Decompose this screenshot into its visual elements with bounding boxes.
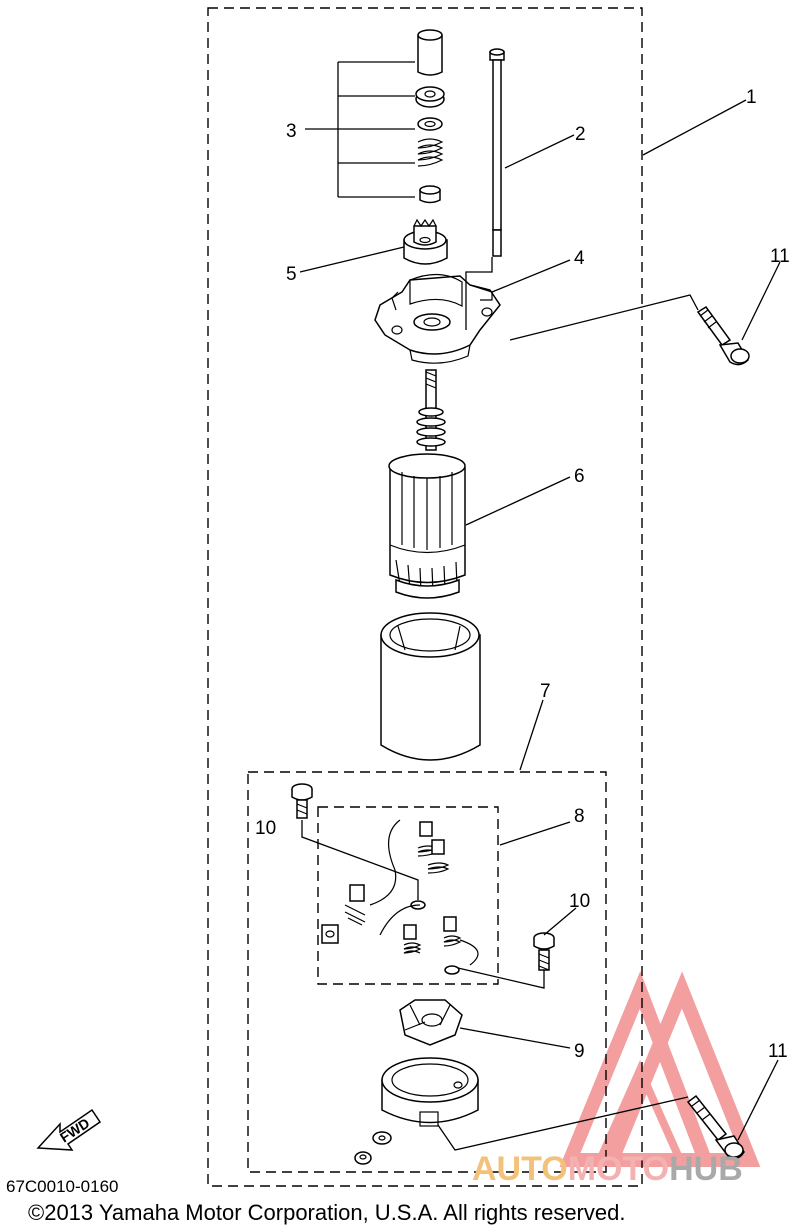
callout-5: 5: [286, 264, 297, 285]
leader-lines: [299, 99, 781, 1151]
brush-holder-group-boundary: [317, 806, 499, 985]
fwd-arrow: FWD: [36, 1108, 102, 1151]
part-code: 67C0010-0160: [6, 1177, 118, 1196]
callout-3: 3: [286, 121, 297, 142]
rear-end-cover: [354, 1057, 479, 1165]
screw-lower: [533, 932, 555, 971]
watermark-hub: HUB: [669, 1150, 743, 1188]
callout-11-lower: 11: [768, 1041, 788, 1062]
yoke: [380, 612, 481, 761]
brush-holder-parts: [321, 819, 479, 975]
callout-4: 4: [574, 248, 585, 269]
watermark-logo: [559, 971, 761, 1167]
brush-plate: [399, 999, 463, 1046]
through-bolt: [489, 48, 505, 257]
end-cover-group-boundary: [247, 771, 607, 1173]
callout-2: 2: [575, 124, 586, 145]
armature: [388, 369, 466, 599]
pinion-stop-kit: [305, 29, 445, 204]
callout-9: 9: [574, 1041, 585, 1062]
copyright-notice: ©2013 Yamaha Motor Corporation, U.S.A. A…: [28, 1200, 625, 1225]
callout-8: 8: [574, 806, 585, 827]
watermark-auto: AUTO: [472, 1150, 568, 1188]
callout-10-lower: 10: [569, 891, 590, 912]
front-bracket: [374, 273, 501, 364]
svg-text:AUTOMOTOHUB: AUTOMOTOHUB: [472, 1150, 743, 1188]
bolt-upper: [696, 305, 750, 366]
callout-11-upper: 11: [770, 246, 790, 267]
assembly-boundary: [207, 7, 643, 1187]
callout-7: 7: [540, 681, 551, 702]
callout-10-upper: 10: [255, 818, 276, 839]
screw-upper: [291, 783, 313, 819]
watermark-text: AUTOMOTOHUB: [472, 1150, 743, 1188]
bolt-lower: [686, 1094, 745, 1159]
pinion-gear: [403, 218, 448, 265]
watermark-moto: MOTO: [568, 1150, 669, 1188]
callout-1: 1: [746, 87, 757, 108]
callout-6: 6: [574, 466, 585, 487]
